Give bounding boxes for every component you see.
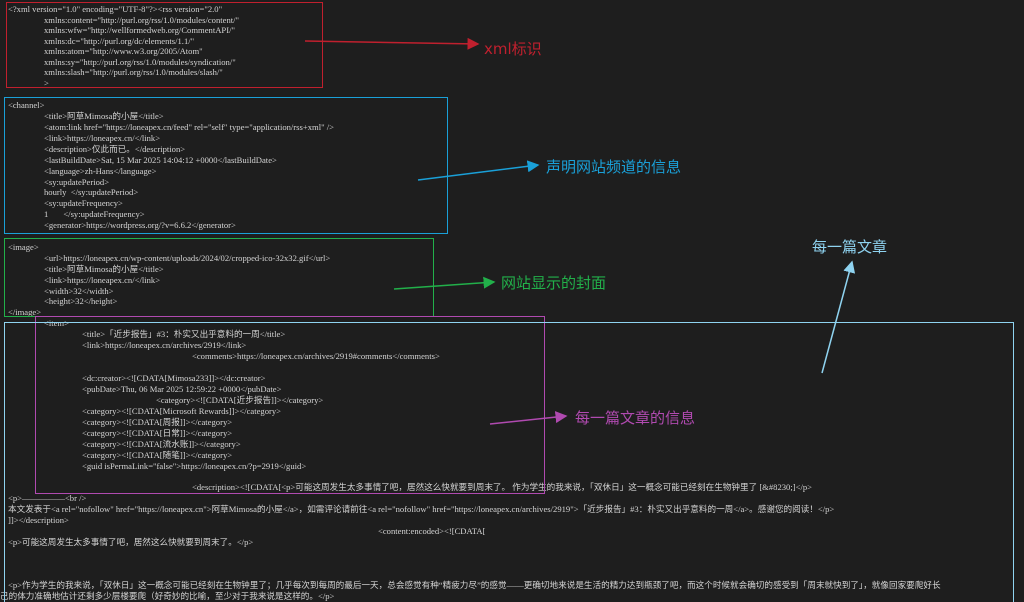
code-line: <width>32</width> (44, 286, 114, 296)
xml-arrow (304, 37, 480, 50)
code-line: <pubDate>Thu, 06 Mar 2025 12:59:22 +0000… (82, 384, 282, 394)
code-line: 本文发表于<a rel="nofollow" href="https://lon… (8, 504, 835, 514)
code-line: <image> (8, 242, 39, 252)
code-line: <title>阿草Mimosa的小屋</title> (44, 111, 164, 121)
code-line: <category><![CDATA[日常]]></category> (82, 428, 233, 438)
channel-highlight-box (4, 97, 448, 234)
code-line: <generator>https://wordpress.org/?v=6.6.… (44, 220, 236, 230)
code-line: <p>—————<br /> (8, 493, 87, 503)
image-annotation-label: 网站显示的封面 (501, 274, 607, 292)
code-line: <content:encoded><![CDATA[ (378, 526, 486, 536)
code-line: xmlns:content="http://purl.org/rss/1.0/m… (44, 15, 240, 25)
code-line: <link>https://loneapex.cn/archives/2919<… (82, 340, 247, 350)
code-line: <description><![CDATA[<p>可能这周发生太多事情了吧，居然… (192, 482, 812, 492)
code-line: hourly </sy:updatePeriod> (44, 187, 139, 197)
code-line: ]]></description> (8, 515, 69, 525)
code-line: <sy:updateFrequency> (44, 198, 123, 208)
article-arrow (821, 260, 856, 374)
code-line: <channel> (8, 100, 45, 110)
code-line: <category><![CDATA[流水账]]></category> (82, 439, 241, 449)
code-line: <comments>https://loneapex.cn/archives/2… (192, 351, 440, 361)
code-line: <category><![CDATA[近步报告]]></category> (156, 395, 324, 405)
code-line: 己的体力准确地估计还剩多少层楼要爬（好奇妙的比喻，至少对于我来说是这样的。</p… (0, 591, 335, 601)
code-line: <atom:link href="https://loneapex.cn/fee… (44, 122, 334, 132)
code-line: xmlns:dc="http://purl.org/dc/elements/1.… (44, 36, 195, 46)
article-highlight-box (4, 322, 1014, 602)
item-arrow (489, 411, 568, 425)
channel-annotation-label: 声明网站频道的信息 (546, 158, 682, 176)
code-line: <url>https://loneapex.cn/wp-content/uplo… (44, 253, 331, 263)
code-line: <lastBuildDate>Sat, 15 Mar 2025 14:04:12… (44, 155, 277, 165)
code-line: <sy:updatePeriod> (44, 177, 110, 187)
code-line: xmlns:sy="http://purl.org/rss/1.0/module… (44, 57, 236, 67)
code-line: <height>32</height> (44, 296, 118, 306)
code-line: xmlns:wfw="http://wellformedweb.org/Comm… (44, 25, 235, 35)
code-line: xmlns:atom="http://www.w3.org/2005/Atom" (44, 46, 203, 56)
code-line: <category><![CDATA[周报]]></category> (82, 417, 233, 427)
code-line: <p>作为学生的我来说，「双休日」这一概念可能已经刻在生物钟里了；几乎每次到每周… (8, 580, 941, 590)
xml-annotation-label: xml标识 (484, 40, 542, 58)
article-annotation-label: 每一篇文章 (812, 238, 888, 256)
code-line: <guid isPermaLink="false">https://loneap… (82, 461, 307, 471)
code-line: <link>https://loneapex.cn/</link> (44, 133, 161, 143)
code-line: <description>仅此而已。</description> (44, 144, 186, 154)
code-line: <link>https://loneapex.cn/</link> (44, 275, 161, 285)
code-line: 1 </sy:updateFrequency> (44, 209, 145, 219)
code-line: <?xml version="1.0" encoding="UTF-8"?><r… (8, 4, 223, 14)
code-line: xmlns:slash="http://purl.org/rss/1.0/mod… (44, 67, 223, 77)
code-line: <category><![CDATA[随笔]]></category> (82, 450, 233, 460)
item-highlight-box (35, 316, 545, 494)
code-line: <p>可能这周发生太多事情了吧，居然这么快就要到周末了。</p> (8, 537, 254, 547)
code-line: <item> (44, 318, 69, 328)
channel-arrow (417, 160, 540, 181)
item-annotation-label: 每一篇文章的信息 (575, 409, 696, 427)
code-line: <title>「近步报告」#3：朴实又出乎意料的一周</title> (82, 329, 286, 339)
code-line: <title>阿草Mimosa的小屋</title> (44, 264, 164, 274)
code-line: <language>zh-Hans</language> (44, 166, 157, 176)
image-arrow (393, 276, 496, 290)
code-line: > (44, 78, 49, 88)
xml-highlight-box (6, 2, 323, 88)
code-line: <dc:creator><![CDATA[Mimosa233]]></dc:cr… (82, 373, 266, 383)
code-line: <category><![CDATA[Microsoft Rewards]]><… (82, 406, 282, 416)
code-line: </image> (8, 307, 42, 317)
